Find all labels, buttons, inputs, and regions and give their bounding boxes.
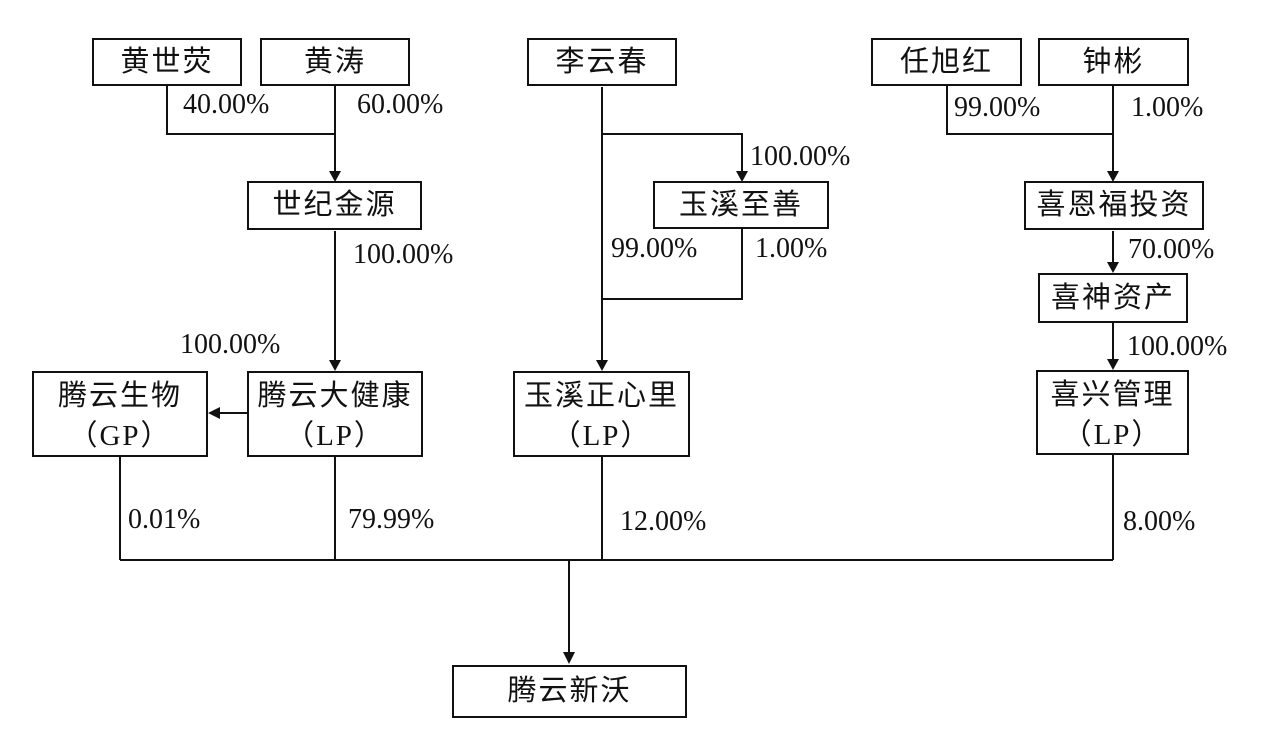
edge-label-yuxi-zhengxinli: 12.00% bbox=[620, 506, 707, 537]
node-label-line1: 玉溪正心里 bbox=[523, 380, 679, 412]
node-label-line2: （LP） bbox=[285, 420, 385, 452]
edge-label-xishen-assets: 100.00% bbox=[1127, 331, 1228, 362]
edge-label-shiji-jinyuan: 100.00% bbox=[353, 239, 454, 270]
node-tengyun-health: 腾云大健康 （LP） bbox=[247, 371, 423, 457]
arrowhead-xixing-management bbox=[1107, 359, 1119, 370]
edge-label-huang-shiying: 40.00% bbox=[183, 89, 270, 120]
edge-huang-shiying bbox=[166, 86, 335, 135]
node-label: 李云春 bbox=[555, 46, 649, 78]
edge-li-yunchun-branch bbox=[602, 133, 743, 172]
node-label: 黄世荧 bbox=[120, 46, 214, 78]
node-label: 任旭红 bbox=[899, 46, 993, 78]
node-label-line2: （LP） bbox=[551, 420, 652, 452]
node-shiji-jinyuan: 世纪金源 bbox=[247, 181, 422, 230]
node-label: 世纪金源 bbox=[272, 189, 397, 221]
node-label: 喜神资产 bbox=[1050, 282, 1175, 314]
edge-label-zhong-bin: 1.00% bbox=[1131, 92, 1204, 123]
edge-label-tengyun-health-bio: 100.00% bbox=[180, 329, 281, 360]
node-label-line2: （GP） bbox=[68, 420, 172, 452]
node-label: 喜恩福投资 bbox=[1036, 189, 1192, 221]
edge-label-li-yunchun-zhengxinli: 99.00% bbox=[611, 233, 698, 264]
node-label: 腾云新沃 bbox=[507, 675, 632, 707]
node-label-line1: 腾云生物 bbox=[57, 380, 182, 412]
edge-label-yuxi-zhishan: 1.00% bbox=[755, 233, 828, 264]
node-label-line1: 喜兴管理 bbox=[1050, 379, 1175, 411]
arrowhead-yuxi-zhishan bbox=[736, 171, 748, 182]
arrowhead-yuxi-zhengxinli bbox=[596, 360, 608, 371]
node-xienfu-investment: 喜恩福投资 bbox=[1024, 181, 1204, 230]
node-li-yunchun: 李云春 bbox=[527, 38, 677, 86]
arrowhead-xishen-assets bbox=[1107, 262, 1119, 273]
node-yuxi-zhishan: 玉溪至善 bbox=[653, 181, 829, 229]
node-tengyun-bio: 腾云生物 （GP） bbox=[32, 371, 208, 457]
node-label-line1: 腾云大健康 bbox=[257, 380, 413, 412]
node-label: 玉溪至善 bbox=[678, 189, 803, 221]
arrowhead-tengyun-xinwo bbox=[563, 652, 575, 664]
node-huang-tao: 黄涛 bbox=[260, 38, 410, 86]
node-label-line2: （LP） bbox=[1062, 419, 1163, 451]
node-tengyun-xinwo: 腾云新沃 bbox=[452, 665, 687, 718]
edge-label-xixing-management: 8.00% bbox=[1123, 506, 1196, 537]
edge-label-xienfu-investment: 70.00% bbox=[1128, 234, 1215, 265]
node-yuxi-zhengxinli: 玉溪正心里 （LP） bbox=[513, 371, 690, 457]
arrowhead-tengyun-health bbox=[329, 360, 341, 371]
edge-yuxi-zhishan bbox=[602, 229, 743, 300]
node-label: 黄涛 bbox=[303, 46, 366, 78]
node-huang-shiying: 黄世荧 bbox=[92, 38, 242, 86]
edge-label-tengyun-bio: 0.01% bbox=[128, 504, 201, 535]
edge-label-ren-xuhong: 99.00% bbox=[954, 92, 1041, 123]
node-ren-xuhong: 任旭红 bbox=[871, 38, 1022, 86]
edge-label-li-yunchun-zhishan: 100.00% bbox=[750, 141, 851, 172]
edge-ren-xuhong bbox=[946, 86, 1113, 135]
edge-label-tengyun-health: 79.99% bbox=[348, 504, 435, 535]
arrowhead-shiji-jinyuan bbox=[329, 171, 341, 182]
edge-label-huang-tao: 60.00% bbox=[357, 89, 444, 120]
arrowhead-tengyun-bio bbox=[208, 407, 220, 419]
node-xixing-management: 喜兴管理 （LP） bbox=[1036, 370, 1189, 455]
node-zhong-bin: 钟彬 bbox=[1038, 38, 1189, 86]
node-xishen-assets: 喜神资产 bbox=[1038, 273, 1188, 323]
node-label: 钟彬 bbox=[1082, 46, 1145, 78]
arrowhead-xienfu-investment bbox=[1107, 171, 1119, 182]
